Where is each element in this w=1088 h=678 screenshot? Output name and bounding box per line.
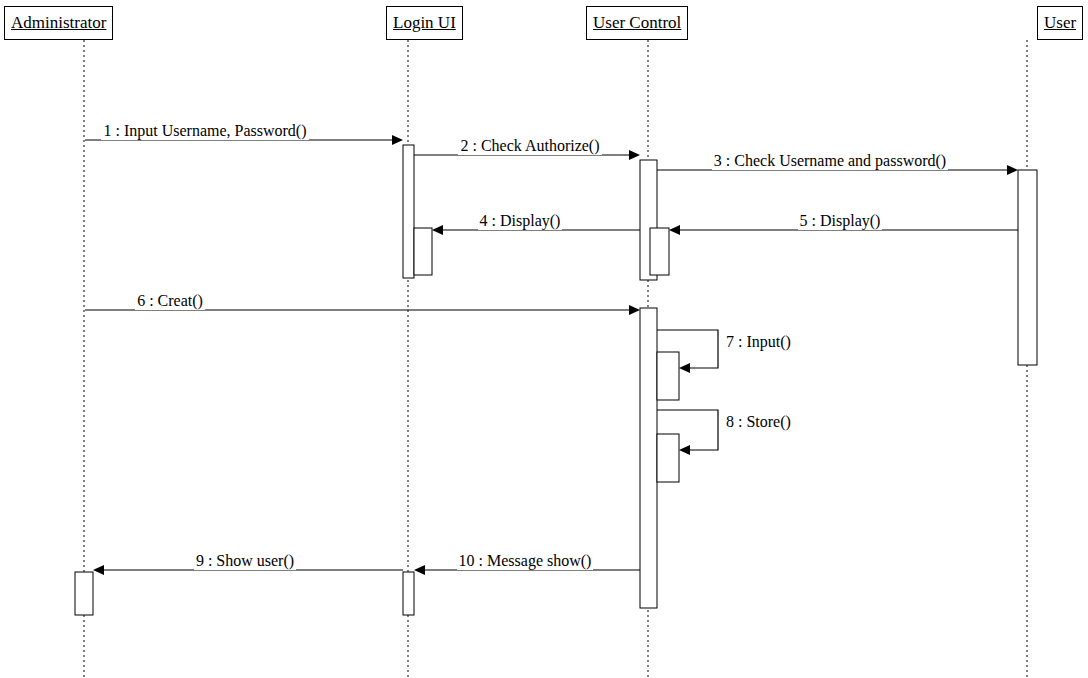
message-label: 8 : Store() <box>724 413 793 431</box>
activation-bar <box>657 352 679 400</box>
arrow-head <box>679 363 690 373</box>
activation-bar <box>640 308 657 608</box>
message-label: 10 : Message show() <box>457 552 594 570</box>
arrow-head <box>93 565 104 575</box>
arrow-head <box>432 225 443 235</box>
activation-bar <box>1018 170 1037 365</box>
message-arrow <box>657 410 718 455</box>
message-label: 1 : Input Username, Password() <box>101 122 308 140</box>
message-label: 2 : Check Authorize() <box>458 137 601 155</box>
lifeline-box: User <box>1037 6 1083 40</box>
arrow-head <box>1007 165 1018 175</box>
message-label: 6 : Creat() <box>135 292 205 310</box>
arrow-head <box>629 305 640 315</box>
arrow-head <box>629 150 640 160</box>
message-label: 3 : Check Username and password() <box>712 152 948 170</box>
lifeline-box: Administrator <box>4 6 113 40</box>
arrow-head <box>392 135 403 145</box>
arrow-head <box>414 565 425 575</box>
message-label: 9 : Show user() <box>194 552 296 570</box>
lifeline-box: User Control <box>586 6 688 40</box>
message-label: 4 : Display() <box>478 212 563 230</box>
object-name: User <box>1044 12 1076 34</box>
lifeline-box: Login UI <box>386 6 463 40</box>
activation-bar <box>403 145 414 278</box>
activation-bar <box>414 228 432 275</box>
activation-bar <box>657 434 679 482</box>
object-name: Login UI <box>393 12 456 34</box>
message-label: 7 : Input() <box>724 333 793 351</box>
arrow-head <box>669 225 680 235</box>
message-arrow <box>657 330 718 373</box>
activation-bar <box>650 228 669 275</box>
activation-bar <box>75 572 93 615</box>
object-name: Administrator <box>11 12 106 34</box>
object-name: User Control <box>593 12 681 34</box>
activation-bar <box>403 572 414 615</box>
message-label: 5 : Display() <box>798 212 883 230</box>
arrow-head <box>679 445 690 455</box>
